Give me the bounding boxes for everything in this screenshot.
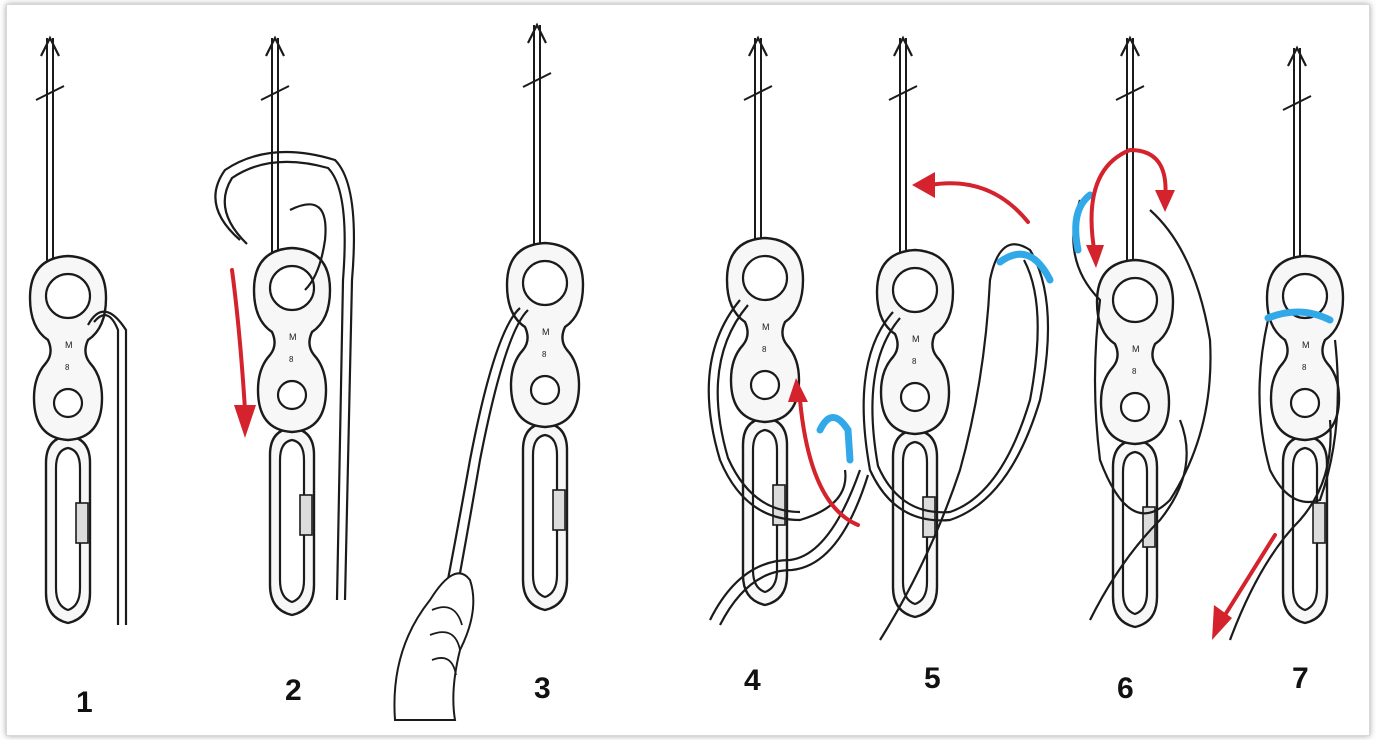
step-6-illustration [1073, 38, 1210, 627]
step-5-illustration [864, 38, 1050, 640]
step-3-number: 3 [534, 672, 551, 705]
step-1-illustration [30, 38, 126, 625]
step-5-number: 5 [924, 662, 941, 695]
step-7-number: 7 [1292, 662, 1309, 695]
step-7-illustration [1212, 48, 1343, 640]
step-1-number: 1 [76, 686, 93, 719]
step-4-number: 4 [744, 664, 761, 697]
step-3-illustration [394, 25, 583, 720]
step-2-illustration [215, 38, 354, 615]
step-6-number: 6 [1117, 672, 1134, 705]
hand-icon [394, 573, 473, 720]
step-2-number: 2 [285, 674, 302, 707]
step-4-illustration [709, 38, 868, 625]
